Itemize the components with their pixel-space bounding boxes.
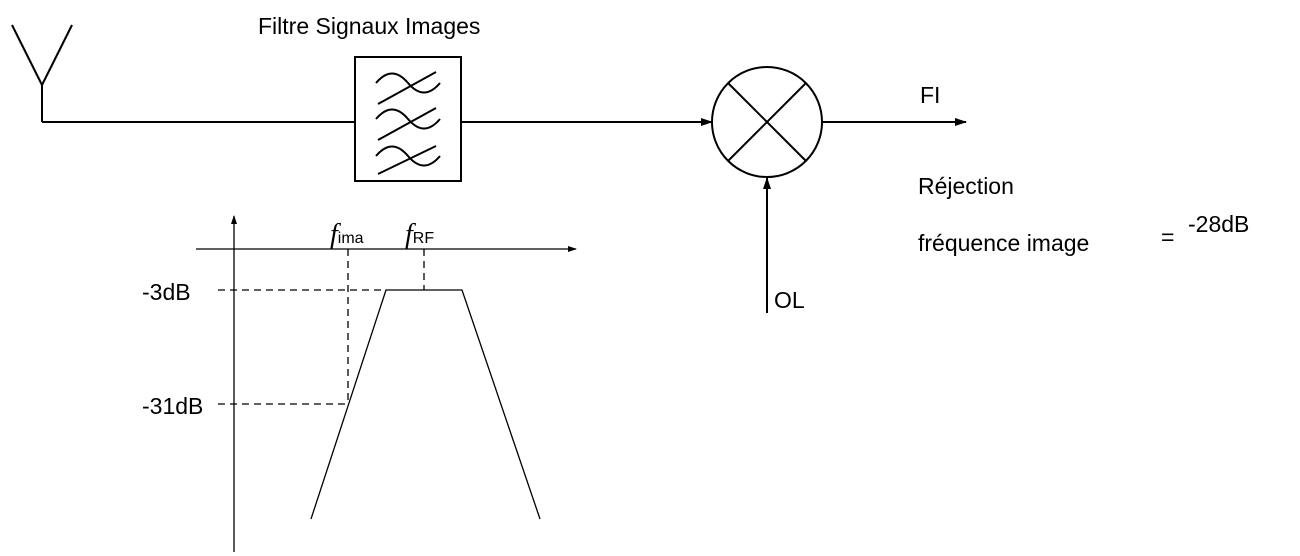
response-curve <box>310 289 541 520</box>
antenna-icon <box>11 24 73 122</box>
fima-label: fima <box>330 219 364 250</box>
rejection-label-line2: fréquence image <box>918 230 1089 256</box>
mixer-icon <box>711 66 823 178</box>
frf-label: fRF <box>405 219 434 250</box>
ol-label: OL <box>774 287 805 313</box>
rejection-label-line1: Réjection <box>918 173 1014 199</box>
level-3db-label: -3dB <box>142 279 191 305</box>
level-31db-label: -31dB <box>142 393 203 419</box>
bandpass-filter-icon <box>354 56 462 182</box>
rejection-value: -28dB <box>1188 211 1249 237</box>
filter-title: Filtre Signaux Images <box>258 13 480 39</box>
filter-response-plot: -3dB -31dB fima fRF <box>142 215 577 552</box>
rejection-equals: = <box>1161 224 1174 250</box>
fi-label: FI <box>920 82 940 108</box>
